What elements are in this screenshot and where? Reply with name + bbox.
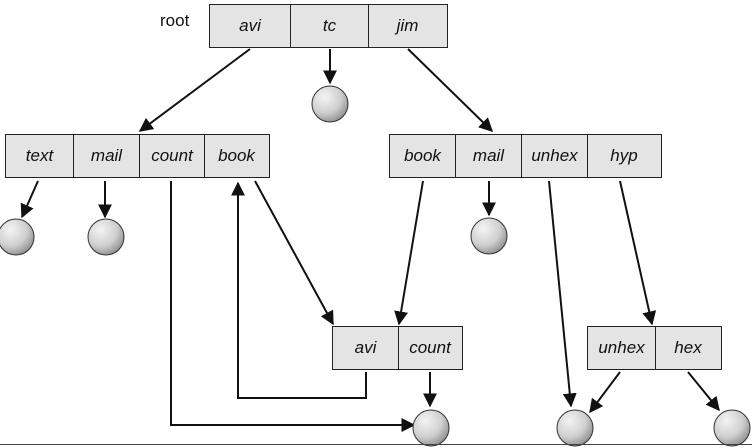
root-label: root [160,11,190,30]
file-node-mail [87,218,125,256]
dir-entry-mail[interactable]: mail [73,135,139,177]
edge-text-to-file [20,180,39,219]
file-node-jim-mail [470,217,508,255]
dir-entry-unhex[interactable]: unhex [521,135,587,177]
baseline-rule [0,444,752,445]
dir-entry-count[interactable]: count [398,327,461,369]
edge-root-jim-to-right-dir [407,48,494,132]
root-directory: avi tc jim [209,4,448,48]
edge-root-avi-to-left-dir [138,48,251,132]
edge-hyp-unhex-to-file [589,371,621,414]
hyp-directory: unhex hex [587,326,722,370]
dir-entry-tc[interactable]: tc [290,5,368,47]
file-nodes [0,85,751,447]
file-node-tc [311,85,349,123]
dir-entry-mail[interactable]: mail [455,135,521,177]
edge-book-to-book-dir [254,180,334,326]
file-node-text [0,218,35,256]
edge-count-to-shared-file [170,181,416,432]
jim-directory: book mail unhex hyp [389,134,662,178]
avi-directory: text mail count book [5,134,270,178]
file-node-unhex [556,409,594,447]
dir-entry-avi[interactable]: avi [239,16,261,35]
dir-entry-jim[interactable]: jim [368,5,446,47]
file-node-count-shared [412,409,450,447]
dir-entry-hex[interactable]: hex [655,327,720,369]
dir-entry-unhex[interactable]: unhex [598,338,645,357]
dir-entry-count[interactable]: count [139,135,204,177]
edge-hyp-to-hyp-dir [619,180,657,326]
dir-entry-book[interactable]: book [404,146,441,165]
edge-book-avi-back-to-book [231,181,367,399]
edge-hyp-hex-to-file [687,371,720,412]
dir-entry-avi[interactable]: avi [354,338,377,357]
book-directory: avi count [332,326,463,370]
edge-right-book-to-book-dir [394,180,424,326]
edge-unhex-to-file [548,180,577,408]
dir-entry-hyp[interactable]: hyp [587,135,660,177]
dir-entry-book[interactable]: book [204,135,268,177]
edges [20,48,720,432]
dir-entry-text[interactable]: text [25,146,54,165]
file-node-hex [713,409,751,447]
